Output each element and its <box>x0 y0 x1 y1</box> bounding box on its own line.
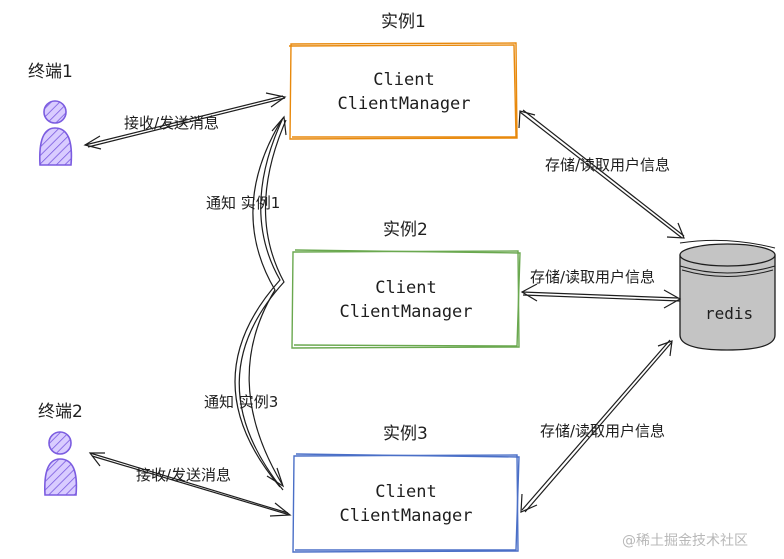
redis-cylinder <box>679 239 776 351</box>
instance-box-2 <box>291 249 521 349</box>
edge-label-notify-3: 通知 实例3 <box>204 393 279 411</box>
edge-label-redis-2: 存储/读取用户信息 <box>530 268 656 286</box>
instance-2-box: Client ClientManager <box>293 252 519 348</box>
instance-1-title: 实例1 <box>381 12 426 32</box>
edge-notify-instance3 <box>248 120 285 488</box>
redis-label: redis <box>705 304 754 323</box>
edge-notify-instance1 <box>234 115 287 491</box>
instance-2-manager: ClientManager <box>339 302 473 322</box>
edge-terminal2-instance3 <box>88 452 292 517</box>
instance-1-box: Client ClientManager <box>291 44 517 139</box>
terminal-1-person <box>38 100 73 166</box>
edge-label-terminal2: 接收/发送消息 <box>136 466 232 484</box>
edge-terminal1-instance1 <box>83 92 287 150</box>
instance-2-title: 实例2 <box>383 220 428 240</box>
instance-box-3 <box>292 453 520 553</box>
instance-3-manager: ClientManager <box>339 506 473 526</box>
edge-instance3-redis <box>520 339 673 513</box>
edge-label-terminal1: 接收/发送消息 <box>124 114 220 132</box>
edge-label-notify-1: 通知 实例1 <box>206 194 281 212</box>
edge-instance1-redis <box>518 109 685 239</box>
terminal-1-label: 终端1 <box>28 62 73 82</box>
edge-label-redis-1: 存储/读取用户信息 <box>545 156 671 174</box>
instance-box-1 <box>288 42 518 140</box>
watermark: @稀土掘金技术社区 <box>622 533 748 549</box>
instance-3-client: Client <box>375 482 437 502</box>
terminal-2-person <box>43 431 78 496</box>
instance-3-title: 实例3 <box>383 424 428 444</box>
instance-1-manager: ClientManager <box>337 93 471 114</box>
instance-2-client: Client <box>375 278 437 298</box>
edge-label-redis-3: 存储/读取用户信息 <box>540 422 666 440</box>
terminal-2-label: 终端2 <box>38 402 83 422</box>
edge-instance2-redis <box>520 283 682 309</box>
instance-3-box: Client ClientManager <box>294 456 518 552</box>
instance-1-client: Client <box>373 69 435 90</box>
